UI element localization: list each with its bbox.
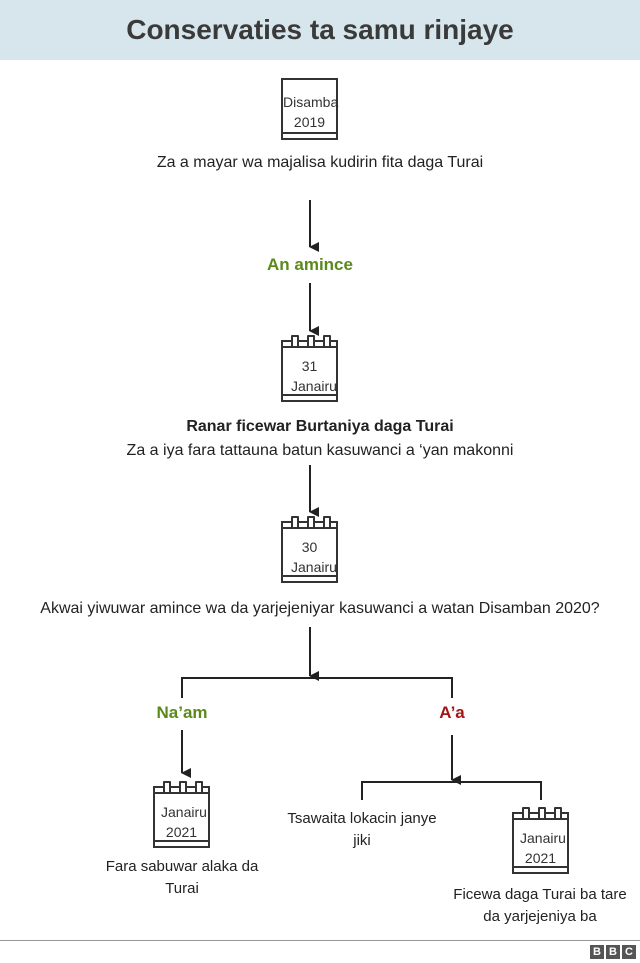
step1-text: Za a mayar wa majalisa kudirin fita daga… — [156, 154, 484, 171]
no-label: A’a — [439, 703, 465, 722]
step2-text: Za a iya fara tattauna batun kasuwanci a… — [126, 442, 514, 459]
calendar-label-yes: Janairu 2021 — [161, 804, 207, 840]
no-right-text: Ficewa daga Turai ba tare da yarjejeniya… — [453, 886, 627, 925]
page-title: Conservaties ta samu rinjaye — [126, 14, 514, 45]
bbc-logo: B B C — [590, 945, 636, 959]
calendar-icon-step1: Disamba 2019 — [281, 78, 338, 140]
footer-divider — [0, 940, 640, 941]
calendar-icon-yes: Janairu 2021 — [153, 781, 210, 848]
no-left-text: Tsawaita lokacin janye jiki — [287, 810, 437, 849]
approved-label: An amince — [267, 255, 353, 274]
split-bar — [181, 677, 453, 698]
calendar-label-step1: Disamba 2019 — [283, 94, 339, 130]
calendar-label-no: Janairu 2021 — [520, 830, 566, 866]
calendar-icon-step2: 31 Janairu — [281, 335, 338, 402]
step3-question: Akwai yiwuwar amince wa da yarjejeniyar … — [40, 600, 600, 617]
yes-text: Fara sabuwar alaka da Turai — [105, 858, 259, 897]
calendar-label-step3: 30 Janairu — [291, 539, 337, 575]
yes-label: Na’am — [156, 703, 208, 722]
calendar-icon-no: Janairu 2021 — [512, 807, 569, 874]
header-banner: Conservaties ta samu rinjaye — [0, 0, 640, 60]
calendar-icon-step3: 30 Janairu — [281, 516, 338, 583]
step2-title: Ranar ficewar Burtaniya daga Turai — [186, 418, 454, 435]
calendar-label-step2: 31 Janairu — [291, 358, 337, 394]
no-split-bar — [361, 781, 542, 800]
